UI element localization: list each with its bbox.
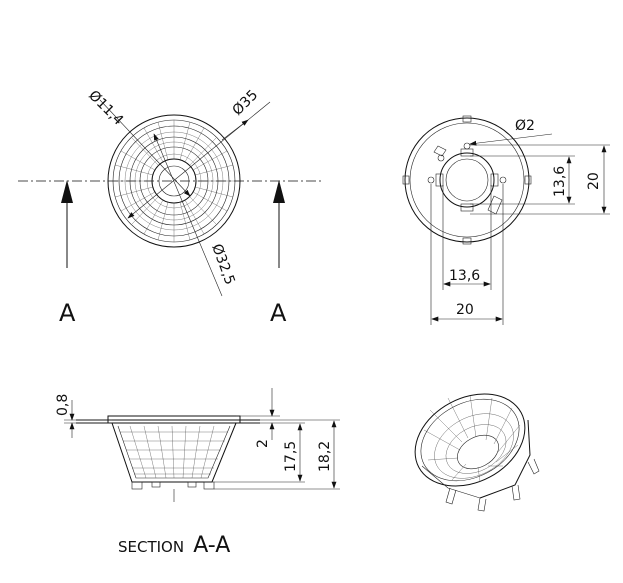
front-view: Ø11,4 Ø35 Ø32,5 A A (18, 87, 322, 327)
isometric-view (414, 393, 540, 512)
height-outer-label: 20 (586, 172, 602, 190)
height-inner-label: 13,6 (552, 166, 568, 197)
dia-outer-label: Ø35 (230, 87, 262, 119)
dia-mid-label: Ø32,5 (208, 242, 237, 287)
width-inner-label: 13,6 (449, 268, 480, 284)
section-grid (120, 425, 228, 479)
body-height-label: 17,5 (283, 441, 299, 472)
section-view: 0,8 2 17,5 18,2 SECTION A-A (55, 388, 340, 558)
total-height-label: 18,2 (317, 441, 333, 472)
iso-grid (423, 394, 521, 483)
section-mark-left: A (59, 299, 76, 327)
flange-thickness-label: 0,8 (55, 394, 71, 416)
section-caption-id: A-A (193, 533, 230, 558)
back-view: Ø2 13,6 20 13,6 20 (402, 115, 610, 325)
section-caption: SECTION A-A (118, 533, 230, 558)
hole-dia-label: Ø2 (515, 118, 535, 134)
section-mark-right: A (270, 299, 287, 327)
section-caption-prefix: SECTION (118, 538, 184, 556)
reflector-ribs (113, 120, 235, 242)
width-outer-label: 20 (456, 302, 474, 318)
dia-inner-label: Ø11,4 (85, 88, 126, 129)
step-height-label: 2 (255, 439, 271, 448)
